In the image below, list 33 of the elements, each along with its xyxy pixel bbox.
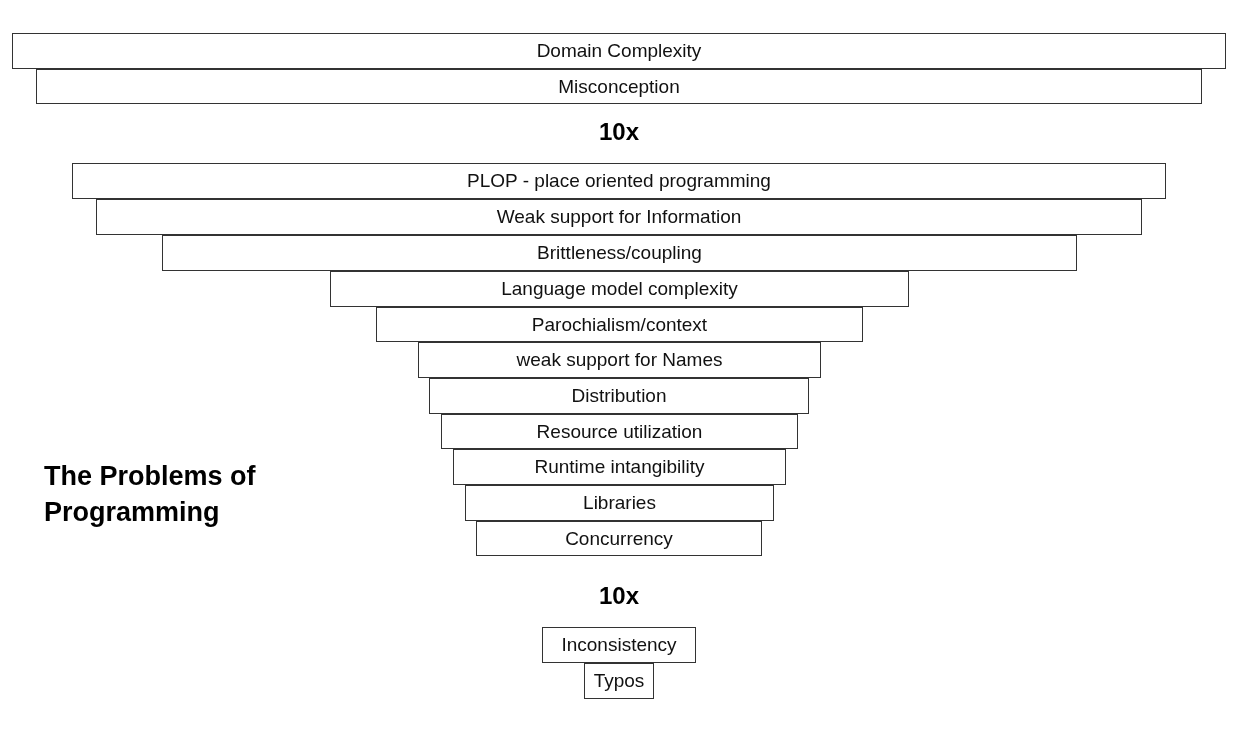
bar xyxy=(476,521,762,556)
title: The Problems of Programming xyxy=(44,460,257,529)
bar-label: Parochialism/context xyxy=(531,313,708,336)
bar xyxy=(542,627,696,663)
bar-label: Runtime intangibility xyxy=(534,456,705,478)
bar-label: PLOP - place oriented programming xyxy=(467,170,771,192)
bar xyxy=(465,485,774,521)
bar xyxy=(330,271,909,307)
multiplier-label: 10x xyxy=(599,582,640,610)
bar-label: Distribution xyxy=(571,385,667,407)
bar xyxy=(584,663,654,699)
bar-label: Concurrency xyxy=(565,527,673,550)
bar xyxy=(12,33,1226,69)
bar-label: Inconsistency xyxy=(561,634,677,656)
bar xyxy=(429,378,809,414)
bar-label: Domain Complexity xyxy=(536,40,702,62)
bar-label: Libraries xyxy=(583,492,656,514)
bar-label: weak support for Names xyxy=(516,349,723,371)
multiplier-label: 10x xyxy=(599,118,640,146)
bar xyxy=(72,163,1166,199)
bar xyxy=(96,199,1142,235)
bar-label: Misconception xyxy=(558,75,680,98)
bar xyxy=(453,449,786,485)
bar xyxy=(36,69,1202,104)
bar xyxy=(376,307,863,342)
bar-label: Weak support for Information xyxy=(496,206,742,228)
bar-label: Language model complexity xyxy=(501,278,738,300)
bar-label: Resource utilization xyxy=(536,420,703,443)
bar xyxy=(162,235,1077,271)
bar xyxy=(418,342,821,378)
bar-label: Typos xyxy=(593,670,645,692)
bar-label: Brittleness/coupling xyxy=(537,242,702,264)
bar xyxy=(441,414,798,449)
